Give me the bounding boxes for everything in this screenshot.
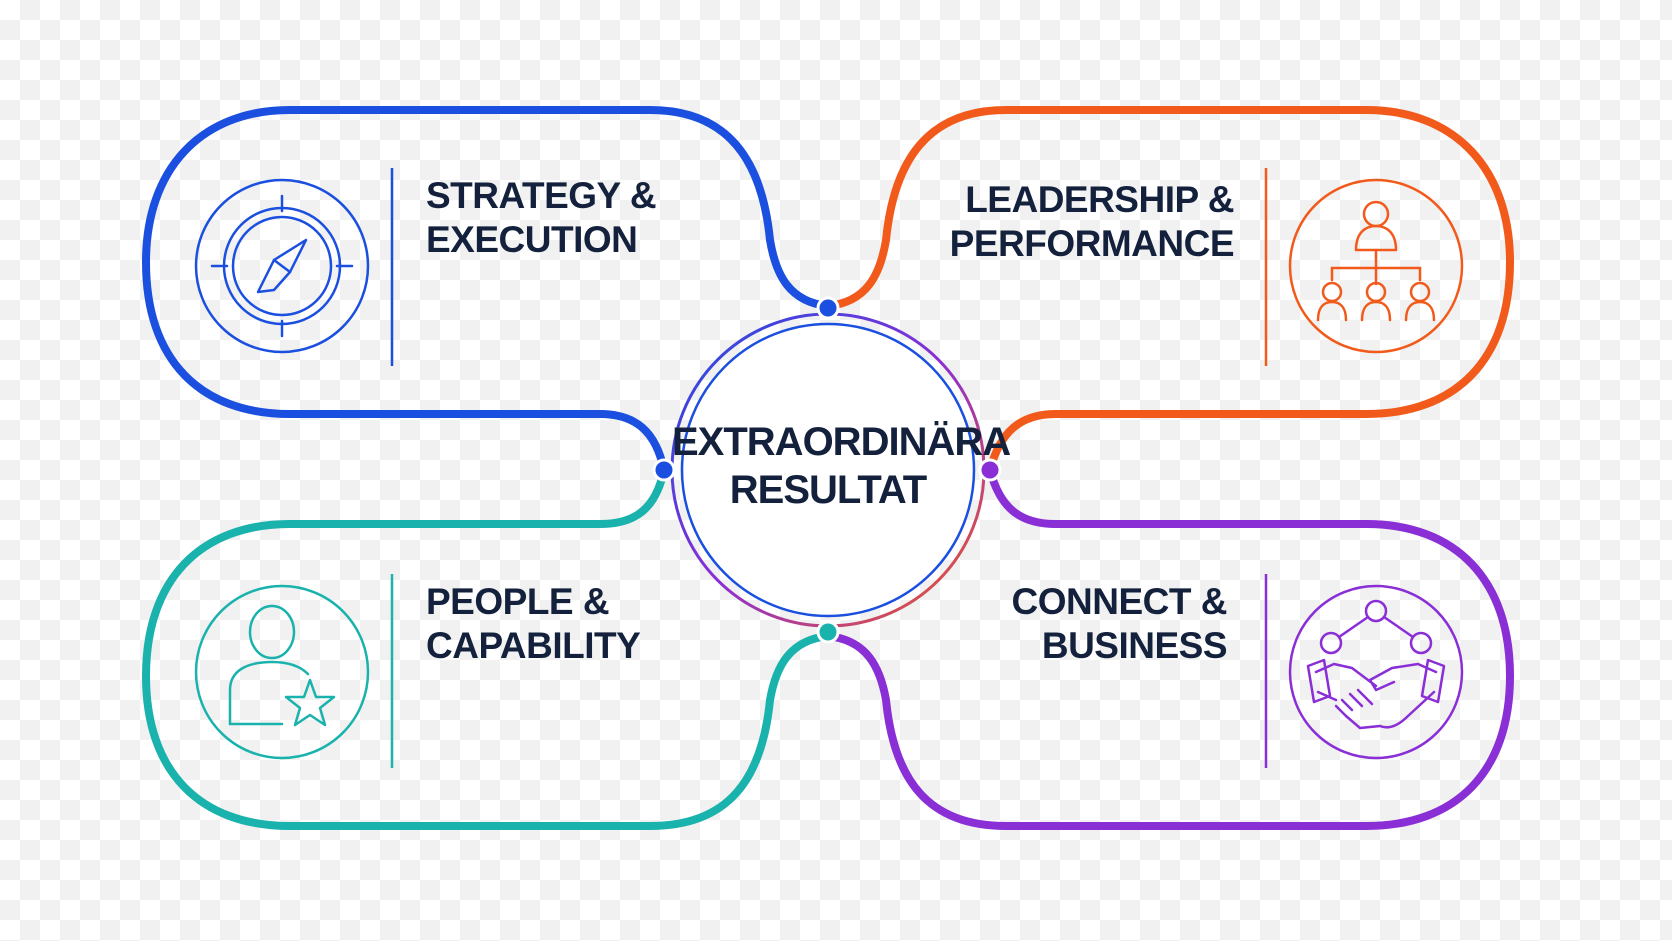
person-star-icon [194, 584, 370, 760]
strategy-label-line1: STRATEGY & [426, 175, 657, 216]
leadership-label: LEADERSHIP & PERFORMANCE [949, 178, 1235, 266]
center-label-line2: RESULTAT [729, 468, 927, 512]
center-label: EXTRAORDINÄRA RESULTAT [672, 418, 1011, 514]
leadership-label-line2: PERFORMANCE [949, 223, 1235, 264]
connect-label-line1: CONNECT & [1011, 581, 1228, 622]
strategy-label: STRATEGY & EXECUTION [426, 174, 657, 262]
connector-dot-right [978, 458, 1002, 482]
leadership-label-line1: LEADERSHIP & [965, 179, 1234, 220]
handshake-network-icon [1288, 584, 1464, 760]
strategy-label-line2: EXECUTION [426, 219, 638, 260]
people-label-line1: PEOPLE & [426, 581, 610, 622]
center-ring-inner [680, 322, 976, 618]
connect-outline [824, 466, 1515, 830]
connect-label-line2: BUSINESS [1041, 625, 1228, 666]
people-label: PEOPLE & CAPABILITY [426, 580, 641, 668]
connector-dot-left [652, 458, 676, 482]
people-label-line2: CAPABILITY [426, 625, 641, 666]
connect-label: CONNECT & BUSINESS [1011, 580, 1228, 668]
center-label-line1: EXTRAORDINÄRA [672, 420, 1011, 464]
connector-dot-top [816, 296, 840, 320]
strategy-outline [141, 106, 832, 474]
org-chart-icon [1288, 178, 1464, 354]
people-outline [141, 466, 832, 830]
leadership-outline [824, 106, 1515, 474]
compass-icon [194, 178, 370, 354]
connector-dot-bottom [816, 620, 840, 644]
